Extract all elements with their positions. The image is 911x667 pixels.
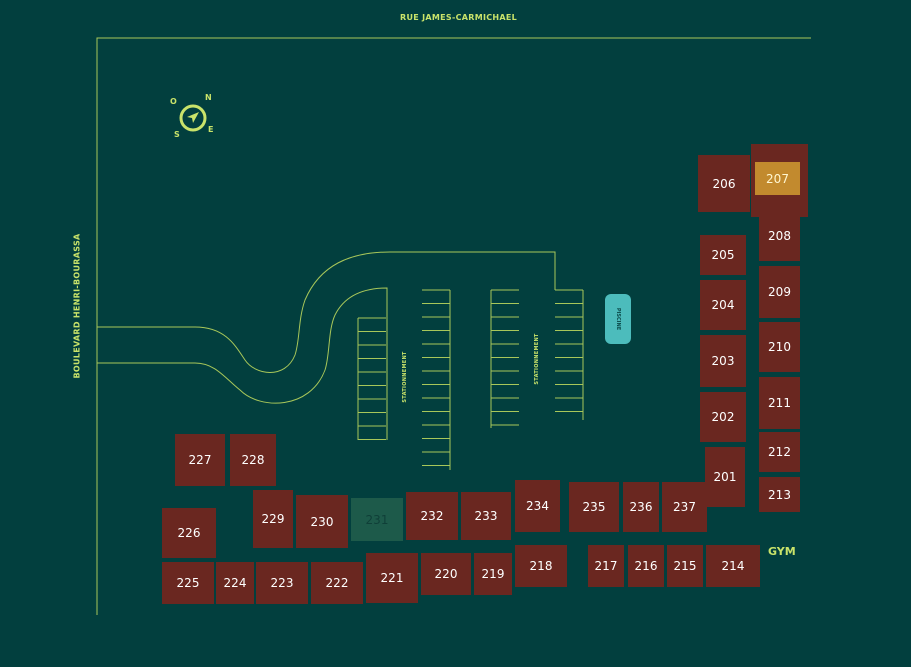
unit-216[interactable]: 216 (628, 545, 664, 587)
unit-236[interactable]: 236 (623, 482, 659, 532)
unit-205[interactable]: 205 (700, 235, 746, 275)
unit-233[interactable]: 233 (461, 492, 511, 540)
unit-207[interactable]: 207 (753, 160, 802, 197)
unit-211[interactable]: 211 (759, 377, 800, 429)
unit-237[interactable]: 237 (662, 482, 707, 532)
unit-231[interactable]: 231 (351, 498, 403, 541)
unit-212[interactable]: 212 (759, 432, 800, 472)
unit-215[interactable]: 215 (667, 545, 703, 587)
unit-229[interactable]: 229 (253, 490, 293, 548)
pool[interactable]: PISCINE (605, 294, 631, 344)
unit-218[interactable]: 218 (515, 545, 567, 587)
compass-s: S (174, 130, 181, 139)
unit-220[interactable]: 220 (421, 553, 471, 595)
unit-214[interactable]: 214 (706, 545, 760, 587)
unit-201[interactable]: 201 (705, 447, 745, 507)
unit-210[interactable]: 210 (759, 322, 800, 372)
compass-icon: N E S O (170, 93, 216, 141)
unit-219[interactable]: 219 (474, 553, 512, 595)
pool-label: PISCINE (615, 307, 621, 331)
unit-202[interactable]: 202 (700, 392, 746, 442)
unit-213[interactable]: 213 (759, 477, 800, 512)
driveway-outer (97, 251, 556, 373)
compass-e: E (208, 125, 214, 134)
property-boundary (96, 37, 811, 615)
unit-224[interactable]: 224 (216, 562, 254, 604)
compass-o: O (170, 97, 178, 106)
street-north: RUE JAMES-CARMICHAEL (400, 13, 518, 22)
unit-234[interactable]: 234 (515, 480, 560, 532)
unit-206[interactable]: 206 (698, 155, 750, 212)
unit-204[interactable]: 204 (700, 280, 746, 330)
parking-label: STATIONNEMENT (402, 351, 408, 403)
unit-222[interactable]: 222 (311, 562, 363, 604)
parking-label: STATIONNEMENT (534, 333, 540, 385)
unit-225[interactable]: 225 (162, 562, 214, 604)
unit-223[interactable]: 223 (256, 562, 308, 604)
unit-227[interactable]: 227 (175, 434, 225, 486)
unit-228[interactable]: 228 (230, 434, 276, 486)
gym-label[interactable]: GYM (768, 545, 796, 558)
driveway-inner (97, 287, 388, 440)
compass-n: N (205, 93, 212, 102)
unit-230[interactable]: 230 (296, 495, 348, 548)
unit-221[interactable]: 221 (366, 553, 418, 603)
unit-203[interactable]: 203 (700, 335, 746, 387)
street-west: BOULEVARD HENRI-BOURASSA (72, 233, 82, 379)
unit-209[interactable]: 209 (759, 266, 800, 318)
unit-235[interactable]: 235 (569, 482, 619, 532)
unit-226[interactable]: 226 (162, 508, 216, 558)
unit-208[interactable]: 208 (759, 211, 800, 261)
unit-217[interactable]: 217 (588, 545, 624, 587)
unit-232[interactable]: 232 (406, 492, 458, 540)
